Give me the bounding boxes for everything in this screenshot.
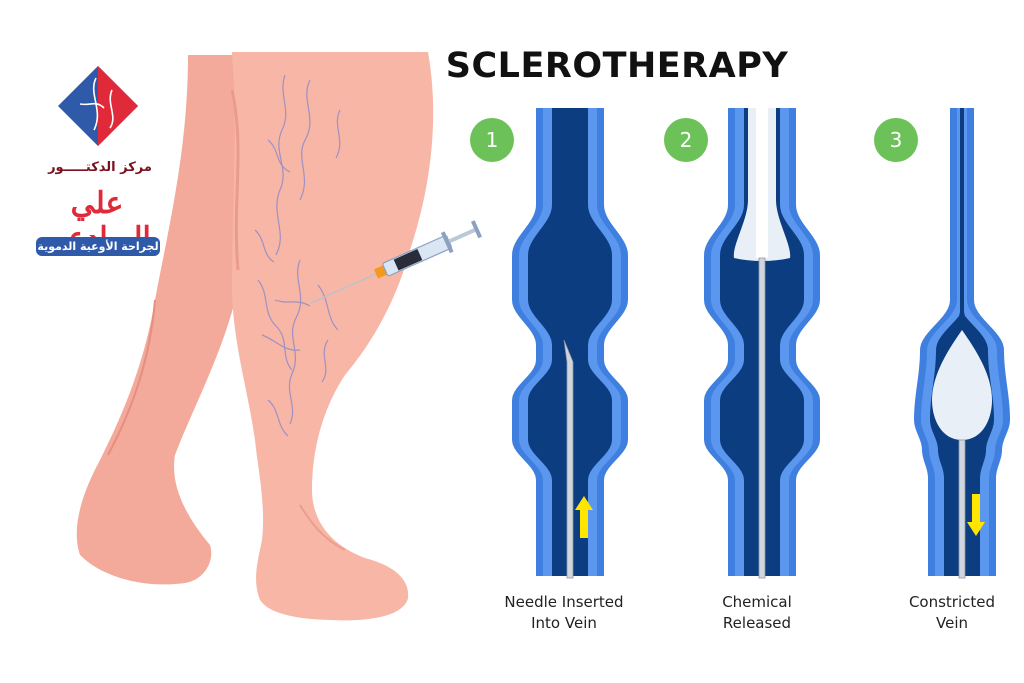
vein-lumen (528, 108, 612, 576)
needle (563, 339, 574, 579)
varicose-veins (254, 74, 341, 437)
direction-arrow-up-icon (575, 496, 593, 538)
step-2-caption-line2: Released (722, 614, 792, 632)
vein-diagrams (512, 108, 1010, 579)
chemical-core (756, 108, 768, 258)
back-leg (76, 55, 262, 585)
step-3-caption-line1: Constricted (908, 593, 996, 611)
step-3-caption-line2: Vein (936, 614, 968, 632)
needle (958, 439, 966, 579)
vein-step-1 (512, 108, 628, 579)
syringe-icon (309, 220, 482, 304)
step-1-badge: 1 (470, 118, 514, 162)
needle (758, 257, 766, 579)
step-2-badge: 2 (664, 118, 708, 162)
direction-arrow-down-icon (967, 494, 985, 536)
step-1-caption-line1: Needle Inserted (504, 593, 624, 611)
vein-step-3 (914, 108, 1010, 579)
logo-specialty-banner: لجراحة الأوعية الدموية (36, 237, 160, 256)
step-1-caption: Needle Inserted Into Vein (484, 592, 644, 634)
sclerosant-chemical (932, 330, 992, 440)
step-2-caption-line1: Chemical (722, 593, 792, 611)
legs-illustration (76, 52, 434, 621)
step-3-badge: 3 (874, 118, 918, 162)
front-leg (232, 52, 434, 621)
step-1-caption-line2: Into Vein (531, 614, 597, 632)
vein-step-2 (704, 108, 820, 579)
step-2-caption: Chemical Released (677, 592, 837, 634)
step-3-caption: Constricted Vein (872, 592, 1024, 634)
page-title: SCLEROTHERAPY (445, 46, 789, 86)
logo-center-label: مركز الدكتـــــور (48, 160, 152, 175)
logo-icon (58, 66, 138, 146)
